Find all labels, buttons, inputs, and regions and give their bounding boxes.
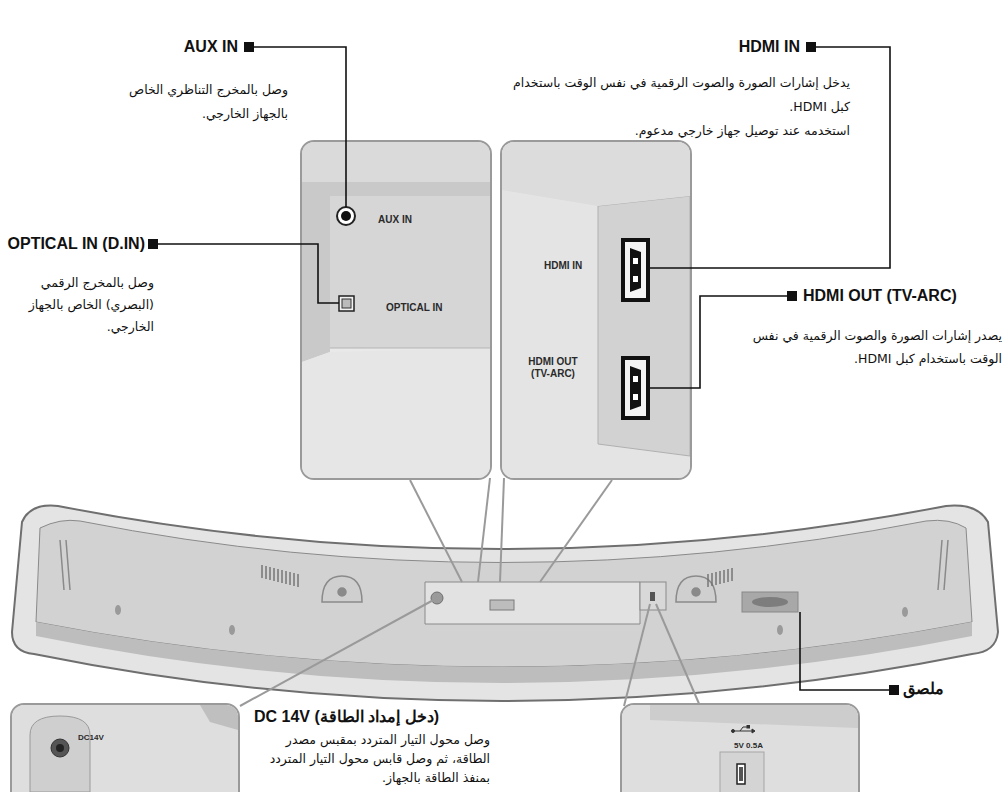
right-inset-interior [502,142,690,478]
optical-port-inner [342,299,351,308]
inset-box: HDMI IN HDMI OUT (TV-ARC) [500,140,692,480]
usb-slot [737,764,745,784]
inset-box: DC14V [10,703,240,792]
sticker-logo [752,597,788,607]
callout-description: وصل محول التيار المتردد بمقبس مصدر الطاق… [250,730,490,787]
callout-heading: ملصق [903,679,963,699]
callout-description: يصدر إشارات الصورة والصوت الرقمية في نفس… [736,324,1002,370]
inset-pointer [240,478,700,706]
connector-block [425,582,640,624]
aux-jack-hole [341,211,351,221]
sticker [742,592,798,612]
optical-port [339,296,354,311]
port-label: AUX IN [378,214,438,226]
port-label: HDMI OUT (TV-ARC) [524,356,582,379]
port-label: HDMI IN [544,260,604,272]
usb-slot-small [650,592,655,601]
callout-description: وصل بالمخرج التناظري الخاص بالجهاز الخار… [96,78,288,126]
callout-description: استخدمه عند توصيل جهاز خارجي مدعوم. [512,120,850,142]
inset-box: AUX IN OPTICAL IN [300,140,492,480]
left-inset-interior [302,142,490,478]
aux-jack [337,207,355,225]
port-label: 5V 0.5A [734,741,784,750]
leader-line [158,47,890,690]
callout-description: يدخل إشارات الصورة والصوت الرقمية في نفس… [512,71,850,119]
callout-heading: HDMI OUT (TV-ARC) [803,286,1003,306]
callout-heading: HDMI IN [690,37,800,57]
hdmi-arc-port [621,356,650,420]
callout-heading: DC 14V (دخل إمداد الطاقة) [254,707,494,727]
soundbar-body [12,506,998,701]
callout-heading: OPTICAL IN (D.IN) [0,234,145,254]
usb-slot-inner [739,767,743,781]
hdmi-port-small [490,600,514,610]
callout-heading: AUX IN [120,37,238,57]
callout-bullet [148,42,899,695]
port-label: OPTICAL IN [386,302,466,314]
port-label: DC14V [78,733,128,742]
usb-inset-interior [622,705,858,792]
usb-block [640,582,666,610]
hdmi-port [621,238,650,302]
bottom-rim [36,622,972,683]
callout-description: وصل بالمخرج الرقمي (البصري) الخاص بالجها… [0,272,154,338]
dc-inset-interior [12,705,238,792]
usb-symbol [732,726,756,734]
inset-box: 5V 0.5A [620,703,860,792]
